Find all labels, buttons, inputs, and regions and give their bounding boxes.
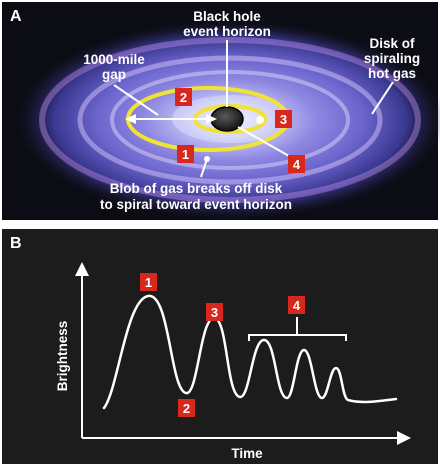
disk-band-middle [77, 55, 383, 185]
panel-b: B Brightness Time 1 2 3 4 [2, 229, 438, 464]
diagram-marker-3: 3 [275, 110, 292, 128]
marker-number: 2 [183, 401, 190, 416]
event-horizon-label-line1: Black hole [193, 9, 261, 24]
marker-box [177, 145, 194, 163]
panel-a: A Black hole event horizon 1000-mile gap… [2, 2, 440, 220]
blob-label-pointer [200, 158, 208, 178]
gap-arrow-head-right [206, 114, 217, 124]
disk-label-line1: Disk of [369, 36, 415, 51]
blob-label-line2: to spiral toward event horizon [100, 197, 292, 212]
marker-box [288, 155, 305, 173]
marker-box [140, 273, 157, 291]
gap-label-line2: gap [102, 67, 126, 82]
blob-label-line1: Blob of gas breaks off disk [110, 181, 283, 196]
marker-number: 4 [293, 298, 301, 313]
panel-b-background [2, 229, 438, 464]
event-horizon-label-line2: event horizon [183, 24, 271, 39]
marker-box [175, 88, 192, 106]
marker-box [288, 296, 305, 314]
plot-marker-4: 4 [288, 296, 305, 314]
marker-number: 3 [280, 112, 287, 127]
disk-label-pointer [371, 81, 394, 115]
marker-box [178, 399, 195, 417]
disk-label-line3: hot gas [368, 66, 416, 81]
y-axis-arrowhead [75, 262, 89, 276]
marker-box [275, 110, 292, 128]
panel-a-letter: A [10, 8, 22, 25]
diagram-marker-1: 1 [177, 145, 194, 163]
marker-box [206, 303, 223, 321]
marker-number: 4 [293, 157, 301, 172]
blob-pointer-dot [204, 156, 210, 162]
marker-number: 1 [145, 275, 152, 290]
diagram-marker-2: 2 [175, 88, 192, 106]
x-axis-arrowhead [397, 431, 411, 445]
marker-number: 3 [211, 305, 218, 320]
brightness-curve [102, 294, 398, 410]
disk-band-inner [110, 70, 350, 170]
y-axis-label: Brightness [55, 321, 70, 392]
glowing-blob [256, 116, 264, 124]
panel-b-letter: B [10, 235, 22, 252]
disk-band-outer [39, 37, 421, 203]
gap-label-line1: 1000-mile [83, 52, 145, 67]
marker-4-pointer [237, 126, 290, 157]
plot-marker-2: 2 [178, 399, 195, 417]
plot-marker-3: 3 [206, 303, 223, 321]
disk-label-line2: spiraling [364, 51, 420, 66]
gap-label-pointer [113, 84, 159, 116]
gap-arrow-head-left [125, 114, 136, 124]
x-axis-label: Time [231, 446, 263, 461]
plot-marker-1: 1 [140, 273, 157, 291]
diagram-marker-4: 4 [288, 155, 305, 173]
marker-number: 2 [180, 90, 187, 105]
marker-number: 1 [182, 147, 189, 162]
oscillation-bracket [248, 317, 347, 341]
